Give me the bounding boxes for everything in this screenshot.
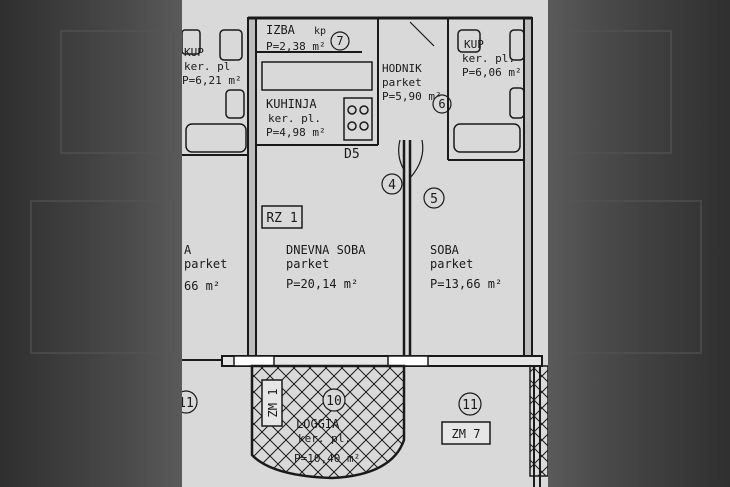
door-swings <box>398 21 435 179</box>
floor-plan: IZBA kp P=2,38 m² 7 HODNIK parket P=5,90… <box>182 16 548 487</box>
storage-number-circle <box>330 31 350 51</box>
rz1-label: RZ 1 <box>266 211 297 226</box>
left-bathroom-name: KUP <box>184 46 204 59</box>
living-room-floor: parket <box>286 257 329 271</box>
bedroom-area: P=13,66 m² <box>430 277 502 291</box>
bedroom-name: SOBA <box>430 243 460 257</box>
left-bathroom-area: P=6,21 m² <box>182 74 242 87</box>
window-11-left-circle <box>182 390 198 414</box>
blurred-plan-fragment <box>558 30 672 154</box>
loggia-name: LOGGIA <box>296 417 340 431</box>
floor-plan-sheet: IZBA kp P=2,38 m² 7 HODNIK parket P=5,90… <box>182 0 548 487</box>
hallway-area: P=5,90 m² <box>382 90 442 103</box>
walls <box>182 16 543 487</box>
door-5-number: 5 <box>430 192 438 207</box>
bathroom-fixtures <box>453 29 525 153</box>
loggia-area: P=10,40 m² <box>294 452 360 465</box>
blurred-plan-fragment <box>30 200 174 354</box>
zm1-box <box>261 379 283 427</box>
hallway-name: HODNIK <box>382 62 422 75</box>
window-11-right: 11 <box>462 398 478 413</box>
blurred-plan-fragment <box>60 30 174 154</box>
rz1-box <box>261 205 303 229</box>
bedroom-floor: parket <box>430 257 473 271</box>
storage-area: P=2,38 m² <box>266 40 326 53</box>
left-room-name: A <box>184 243 192 257</box>
window-11-left: 11 <box>182 396 194 411</box>
bathroom-name: KUP <box>464 38 484 51</box>
living-room-area: P=20,14 m² <box>286 277 358 291</box>
door-4-circle <box>381 173 403 195</box>
door-4-number: 4 <box>388 178 396 193</box>
right-loggia-hatch <box>529 365 548 477</box>
bathroom-area: P=6,06 m² <box>462 66 522 79</box>
storage-label: IZBA <box>266 23 296 37</box>
loggia-number-circle <box>322 388 346 412</box>
blurred-background-right <box>548 0 730 487</box>
storage-number: 7 <box>336 34 343 48</box>
neighbour-fixtures <box>182 29 247 153</box>
bathroom-floor: ker. pl. <box>462 52 515 65</box>
kitchen-name: KUHINJA <box>266 97 317 111</box>
hallway-floor: parket <box>382 76 422 89</box>
left-bathroom-floor: ker. pl <box>184 60 230 73</box>
left-room-floor: parket <box>184 257 227 271</box>
loggia-number: 10 <box>326 394 342 409</box>
zm7-label: ZM 7 <box>452 427 481 441</box>
storage-code: kp <box>314 26 326 37</box>
kitchen-fixtures <box>261 61 373 141</box>
hallway-number-circle <box>432 94 452 114</box>
zm7-box <box>441 421 491 445</box>
loggia-hatch <box>250 364 406 480</box>
left-room-area: 66 m² <box>184 279 220 293</box>
hallway-number: 6 <box>438 97 445 111</box>
blurred-plan-fragment <box>558 200 702 354</box>
kitchen-floor: ker. pl. <box>268 112 321 125</box>
kitchen-area: P=4,98 m² <box>266 126 326 139</box>
loggia-floor: ker. pl. <box>298 432 351 445</box>
zm1-label: ZM 1 <box>266 389 280 418</box>
blurred-background-left <box>0 0 182 487</box>
window-11-right-circle <box>458 392 482 416</box>
marker-d5: D5 <box>344 147 360 162</box>
door-5-circle <box>423 187 445 209</box>
living-room-name: DNEVNA SOBA <box>286 243 366 257</box>
